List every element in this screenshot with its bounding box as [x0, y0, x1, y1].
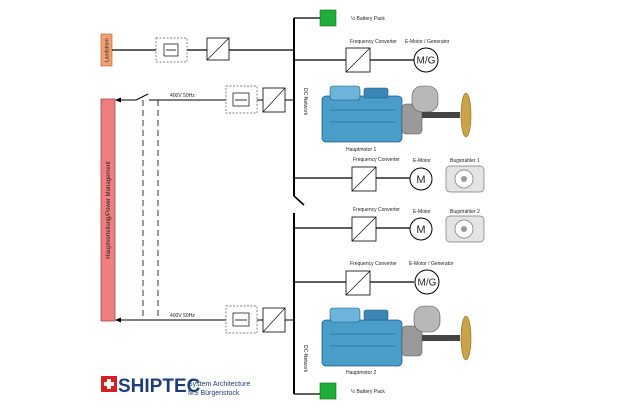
emg-1-symbol: [413, 47, 439, 73]
ac-top-breaker: [225, 85, 258, 114]
battery-bottom: [319, 382, 337, 400]
fc-1-diagonal: [345, 47, 371, 73]
ac-bottom-arrow: [115, 317, 121, 323]
em-1-symbol-text: M: [416, 174, 425, 186]
brand-name: SHIPTEC: [118, 376, 201, 397]
thruster-2: [445, 215, 485, 243]
thruster-2-label: Bugstrahler 2: [450, 209, 480, 215]
engine-2-block: [321, 319, 403, 367]
brand-line-2: MS Bürgenstock: [188, 390, 240, 397]
thruster-1-label: Bugstrahler 1: [450, 158, 480, 164]
em-2-symbol: [409, 217, 433, 241]
emg-2-label: E-Motor / Generator: [409, 261, 454, 267]
emg-1-symbol-text: M/G: [417, 56, 436, 67]
engine-1: [321, 85, 472, 143]
landstrom-label: Landstrom: [105, 38, 111, 62]
emg-1-label: E-Motor / Generator: [405, 39, 450, 45]
fc-2-label: Frequency Converter: [353, 157, 400, 163]
thruster-2-hub: [461, 226, 467, 232]
dc-bus-tie-breaker: [293, 195, 305, 206]
ac-top-arrow: [115, 97, 121, 103]
engine-1-manifold: [363, 87, 389, 99]
shore-converter-diagonal: [206, 37, 230, 61]
engine-2: [321, 305, 472, 367]
engine-2-turbo: [329, 307, 361, 323]
emg-2-symbol-text: M/G: [418, 278, 437, 289]
emg-2-symbol: [414, 269, 440, 295]
engine-1-label: Hauptmotor 1: [346, 147, 377, 153]
ac-bottom-label: 400V 50Hz: [170, 313, 195, 319]
engine-1-turbo: [329, 85, 361, 101]
em-2-label: E-Motor: [413, 209, 431, 215]
em-1-symbol: [409, 167, 433, 191]
propeller-2: [460, 315, 472, 361]
propeller-1: [460, 92, 472, 138]
brand-line-1: System Architecture: [188, 381, 250, 388]
fc-1-label: Frequency Converter: [350, 39, 397, 45]
fc-2-diagonal: [351, 166, 377, 192]
ac-top-converter-diagonal: [262, 87, 286, 113]
ac-top-switch: [135, 93, 149, 101]
engine-2-label: Hauptmotor 2: [346, 370, 377, 376]
battery-top-label: ½ Battery Pack: [351, 15, 385, 22]
engine-1-block: [321, 95, 403, 143]
engine-1-shaft: [422, 112, 460, 118]
main-distribution-label: Hauptverteilung/Power Management: [106, 161, 112, 259]
dc-network-top-label: DC-Network: [302, 88, 308, 116]
dc-network-bottom-label: DC-Network: [302, 345, 308, 373]
fc-4-diagonal: [345, 270, 371, 296]
main-distribution-box: [100, 98, 116, 322]
fc-4-label: Frequency Converter: [350, 261, 397, 267]
thruster-1-hub: [461, 176, 467, 182]
engine-1-generator: [411, 85, 439, 113]
shiptec-logo: SHIPTEC: [101, 376, 201, 397]
em-2-symbol-text: M: [416, 224, 425, 236]
ac-bottom-converter-diagonal: [262, 307, 286, 333]
engine-2-manifold: [363, 309, 389, 321]
ac-top-label: 400V 50Hz: [170, 93, 195, 99]
em-1-label: E-Motor: [413, 158, 431, 164]
ac-top-breaker-inner: [232, 92, 250, 107]
logo-cross-horizontal: [104, 382, 114, 386]
ac-bottom-breaker-inner: [232, 312, 250, 327]
battery-bottom-label: ½ Battery Pack: [351, 388, 385, 395]
engine-2-shaft: [422, 335, 460, 341]
fc-3-label: Frequency Converter: [353, 207, 400, 213]
battery-top: [319, 9, 337, 27]
thruster-1: [445, 165, 485, 193]
fc-3-diagonal: [351, 216, 377, 242]
engine-2-generator: [413, 305, 441, 333]
